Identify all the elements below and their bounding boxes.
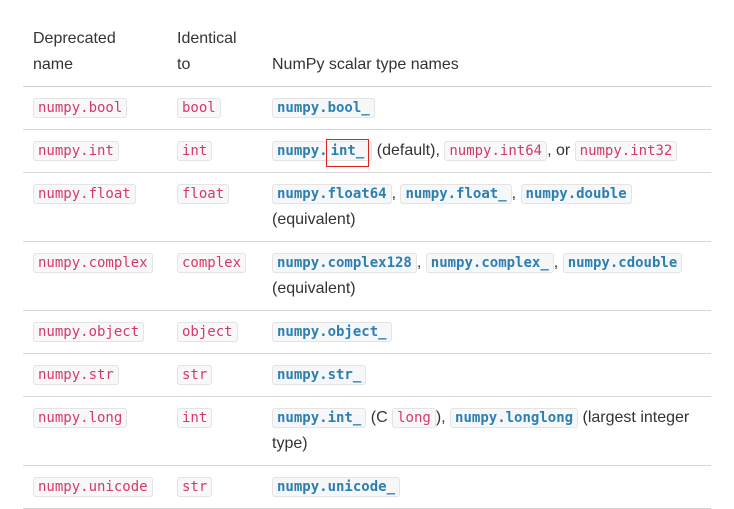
scalar-type-link[interactable]: numpy.int_ [272, 139, 373, 167]
identical-type: object [177, 322, 238, 342]
separator: , [391, 185, 397, 202]
scalar-type-link[interactable]: numpy.object_ [272, 322, 392, 342]
scalar-type-link[interactable]: numpy.float_ [400, 184, 512, 204]
c-type: long [392, 408, 436, 428]
table-row: numpy.str str numpy.str_ [23, 353, 711, 397]
default-note: (default), [376, 142, 440, 159]
scalar-type-link[interactable]: numpy.int_ [272, 408, 367, 428]
table-row: numpy.bool bool numpy.bool_ [23, 86, 711, 130]
alt-type: numpy.int64 [444, 141, 548, 161]
header-numpy-scalar-type-names: NumPy scalar type names [262, 18, 711, 87]
identical-type: float [177, 184, 230, 204]
deprecated-name: numpy.bool [33, 98, 128, 118]
separator: , [553, 254, 559, 271]
deprecated-name: numpy.unicode [33, 477, 153, 497]
separator: , [511, 185, 517, 202]
table-row: numpy.object object numpy.object_ [23, 310, 711, 354]
deprecated-name: numpy.int [33, 141, 119, 161]
highlighted-int-type[interactable]: int_ [325, 139, 370, 167]
deprecated-name: numpy.object [33, 322, 145, 342]
scalar-type-link[interactable]: numpy.unicode_ [272, 477, 401, 497]
table-row: numpy.float float numpy.float64, numpy.f… [23, 172, 711, 242]
scalar-type-link[interactable]: numpy.complex128 [272, 253, 417, 273]
table-row: numpy.long int numpy.int_ (C long), nump… [23, 396, 711, 466]
table-row: numpy.int int numpy.int_ (default), nump… [23, 129, 711, 173]
scalar-type-link[interactable]: numpy.double [520, 184, 632, 204]
c-type-close: ), [435, 409, 446, 426]
deprecated-name: numpy.str [33, 365, 119, 385]
alt-type: numpy.int32 [574, 141, 678, 161]
scalar-type-prefix: numpy. [277, 143, 328, 159]
scalar-type-link[interactable]: numpy.str_ [272, 365, 367, 385]
scalar-type-link[interactable]: numpy.longlong [450, 408, 579, 428]
identical-type: bool [177, 98, 221, 118]
table-row: numpy.unicode str numpy.unicode_ [23, 465, 711, 509]
scalar-type-link[interactable]: numpy.float64 [272, 184, 392, 204]
identical-type: complex [177, 253, 247, 273]
scalar-type-link[interactable]: numpy.complex_ [425, 253, 554, 273]
scalar-type-link[interactable]: numpy.bool_ [272, 98, 375, 118]
deprecated-name: numpy.long [33, 408, 128, 428]
c-type-open: (C [370, 409, 388, 426]
identical-type: int [177, 408, 213, 428]
deprecated-name: numpy.float [33, 184, 136, 204]
separator: , [416, 254, 422, 271]
table-row: numpy.complex complex numpy.complex128, … [23, 241, 711, 311]
or-text: , or [547, 142, 571, 159]
identical-type: int [177, 141, 213, 161]
identical-type: str [177, 365, 213, 385]
equivalent-note: (equivalent) [272, 280, 356, 297]
deprecated-name: numpy.complex [33, 253, 153, 273]
scalar-type-link[interactable]: numpy.cdouble [562, 253, 683, 273]
identical-type: str [177, 477, 213, 497]
largest-integer-note: (largest integer type) [272, 409, 690, 452]
equivalent-note: (equivalent) [272, 211, 356, 228]
